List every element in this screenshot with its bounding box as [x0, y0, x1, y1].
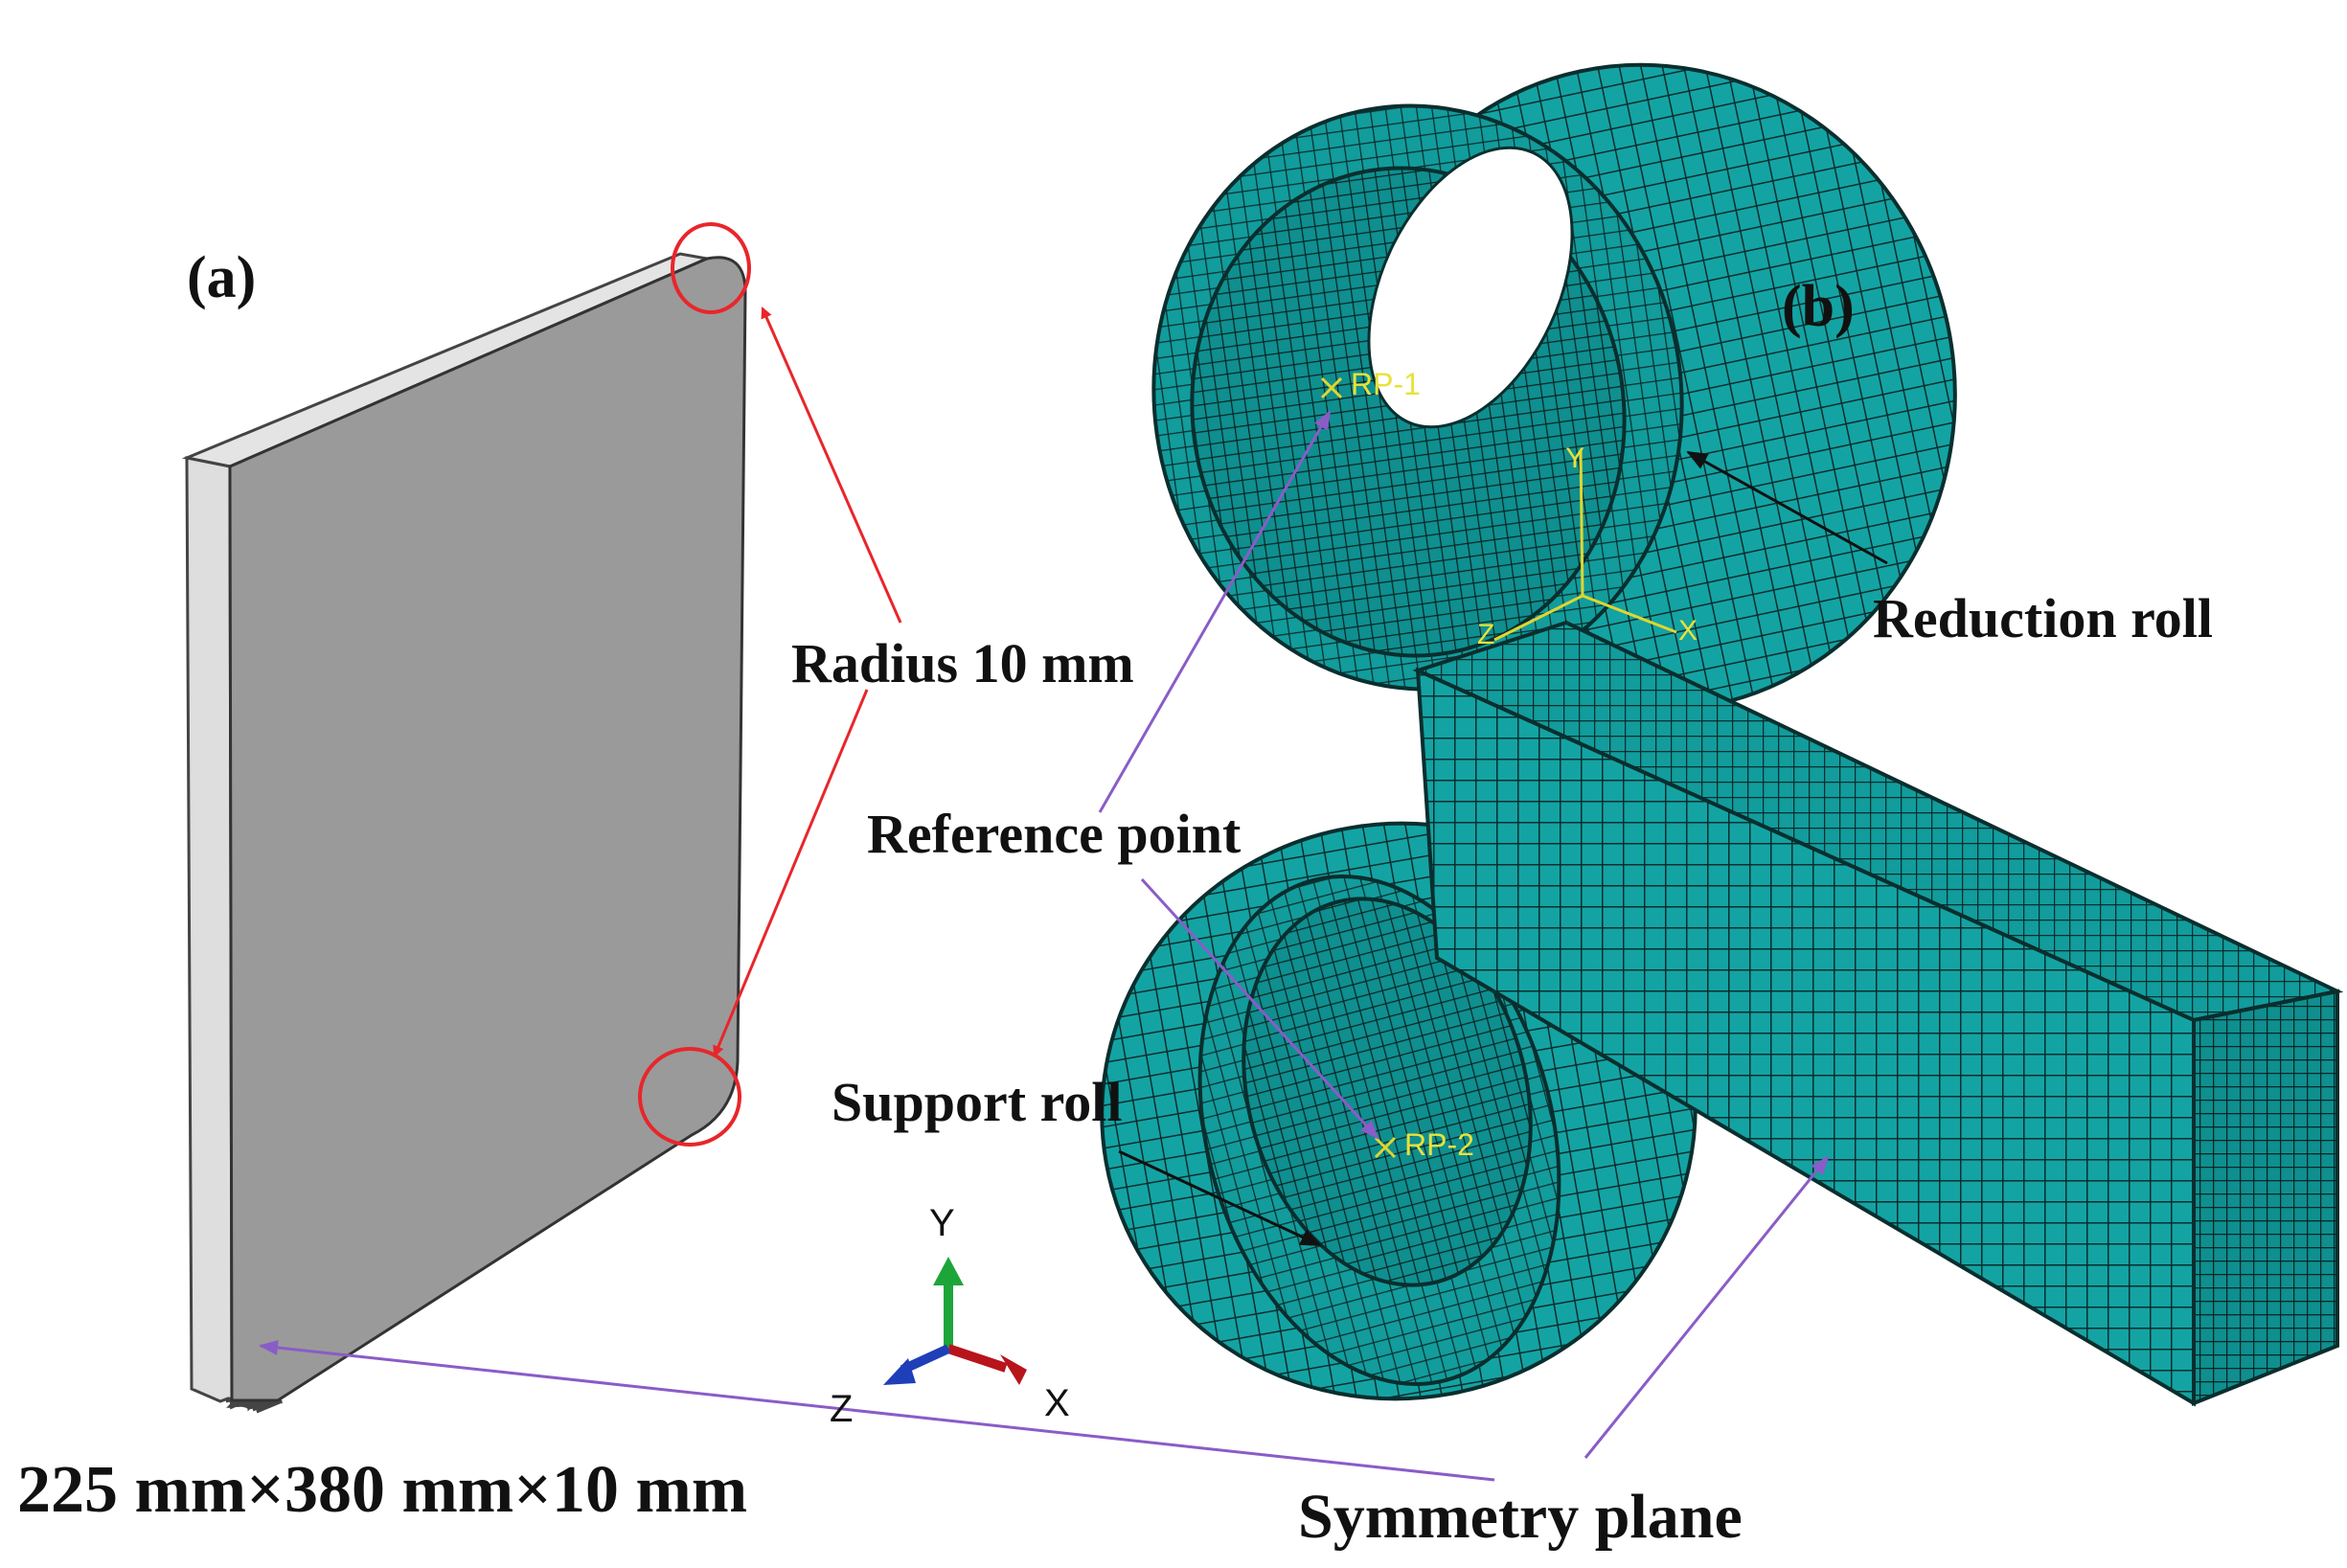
coordinate-triad: Y X Z: [830, 1202, 1070, 1430]
symmetry-plane-arrow-left: [259, 1339, 1495, 1482]
rp2-label: RP-2: [1404, 1127, 1474, 1162]
reduction-roll-label: Reduction roll: [1873, 587, 2213, 649]
rp2-marker: RP-2: [1374, 1127, 1474, 1162]
plate-front-face: [228, 256, 747, 1402]
panel-b-label: (b): [1782, 274, 1855, 339]
reduction-roll-arrow: [1686, 450, 1888, 565]
panel-a-label: (a): [187, 245, 256, 310]
support-roll-inner: [1242, 897, 1533, 1287]
triad-y-label: Y: [929, 1202, 955, 1244]
triad-z-label: Z: [830, 1388, 853, 1430]
local-axis-y-label: Y: [1565, 443, 1584, 474]
symmetry-plane-label: Symmetry plane: [1298, 1482, 1743, 1552]
workpiece-end-face: [2192, 989, 2339, 1406]
reduction-roll-bore: [1367, 146, 1574, 429]
support-roll-label: Support roll: [832, 1071, 1123, 1133]
workpiece-block: [1412, 620, 2344, 1407]
triad-x-label: X: [1044, 1382, 1070, 1424]
plate-model: [181, 252, 747, 1414]
radius-highlight-bottom: [638, 1047, 741, 1147]
reference-point-arrow-bottom: [1140, 877, 1379, 1140]
rp1-label: RP-1: [1351, 367, 1421, 401]
radius-label: Radius 10 mm: [791, 632, 1134, 694]
rp1-marker: RP-1: [1320, 367, 1421, 401]
reference-point-label: Reference point: [867, 803, 1242, 865]
radius-highlight-top: [671, 222, 751, 314]
plate-dimension-label: 225 mm×380 mm×10 mm: [17, 1453, 747, 1527]
radius-arrow-bottom: [713, 689, 869, 1057]
symmetry-plane-arrow-right: [1584, 1155, 1830, 1459]
radius-arrow-top: [761, 307, 902, 624]
reference-point-arrow-top: [1098, 410, 1332, 813]
local-axes: Y X Z: [1477, 443, 1698, 650]
local-axis-z-label: Z: [1477, 619, 1494, 650]
reduction-roll: [1151, 62, 1957, 714]
local-axis-x-label: X: [1678, 615, 1698, 647]
support-roll-arrow: [1118, 1149, 1322, 1247]
